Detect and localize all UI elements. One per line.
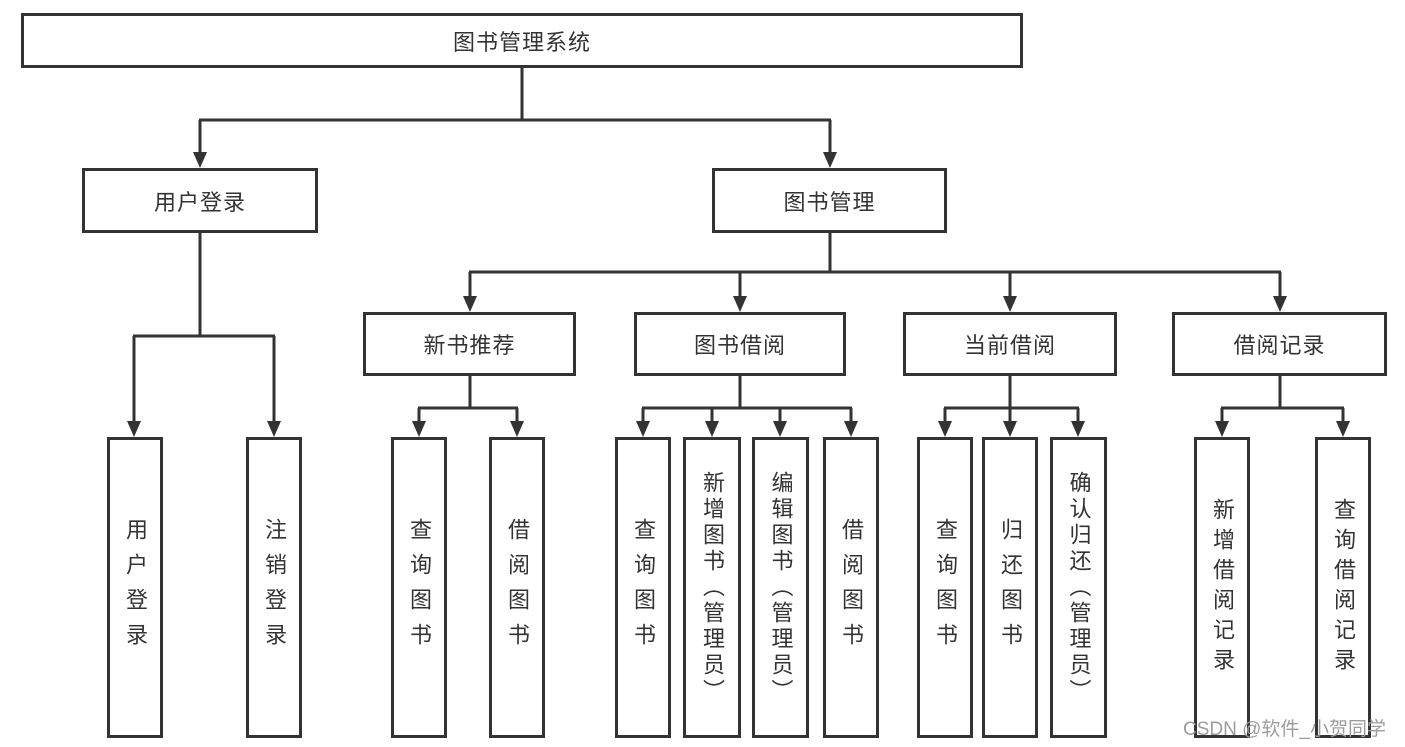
leaf-add-borrow-record: 新增借阅记录 <box>1194 437 1250 738</box>
leaf-query-books-current: 查询图书 <box>917 437 973 738</box>
leaf-label: 查询图书 <box>407 517 432 658</box>
leaf-label: 查询图书 <box>933 517 958 658</box>
node-label: 当前借阅 <box>963 333 1056 358</box>
leaf-logout: 注销登录 <box>246 437 302 738</box>
node-label: 新书推荐 <box>423 333 516 358</box>
leaf-borrow-books-newbook: 借阅图书 <box>489 437 545 738</box>
node-borrowing-records: 借阅记录 <box>1172 312 1387 376</box>
node-user-login: 用户登录 <box>82 168 318 233</box>
node-book-borrowing: 图书借阅 <box>634 312 846 376</box>
leaf-label: 借阅图书 <box>839 517 864 658</box>
node-new-book-recommend: 新书推荐 <box>363 312 576 376</box>
leaf-confirm-return-admin: 确认归还（管理员） <box>1050 437 1107 738</box>
leaf-user-login: 用户登录 <box>107 437 163 738</box>
leaf-borrow-books-borrow: 借阅图书 <box>823 437 879 738</box>
leaf-label: 确认归还（管理员） <box>1066 470 1092 705</box>
node-label: 用户登录 <box>153 189 246 215</box>
node-book-management: 图书管理 <box>712 168 947 233</box>
leaf-query-books-newbook: 查询图书 <box>391 437 447 738</box>
leaf-label: 注销登录 <box>262 517 287 658</box>
leaf-label: 用户登录 <box>123 517 148 658</box>
leaf-label: 新增图书（管理员） <box>700 470 725 705</box>
leaf-label: 借阅图书 <box>505 517 530 658</box>
csdn-watermark: CSDN @软件_小贺同学 <box>1183 719 1386 740</box>
leaf-label: 查询借阅记录 <box>1331 497 1356 678</box>
node-current-borrowing: 当前借阅 <box>903 312 1117 376</box>
node-label: 图书管理系统 <box>452 29 591 55</box>
leaf-label: 查询图书 <box>631 517 656 658</box>
node-library-management-system: 图书管理系统 <box>21 13 1023 68</box>
leaf-label: 归还图书 <box>998 517 1023 658</box>
leaf-query-books-borrow: 查询图书 <box>615 437 671 738</box>
leaf-add-book-admin: 新增图书（管理员） <box>683 437 741 738</box>
node-label: 图书管理 <box>783 189 876 215</box>
leaf-edit-book-admin: 编辑图书（管理员） <box>752 437 809 738</box>
leaf-query-borrow-record: 查询借阅记录 <box>1315 437 1371 738</box>
leaf-label: 新增借阅记录 <box>1210 497 1235 678</box>
connector-lines <box>132 68 1345 421</box>
leaf-return-book: 归还图书 <box>982 437 1038 738</box>
leaf-label: 编辑图书（管理员） <box>768 470 794 705</box>
node-label: 图书借阅 <box>693 333 786 358</box>
node-label: 借阅记录 <box>1233 333 1326 358</box>
